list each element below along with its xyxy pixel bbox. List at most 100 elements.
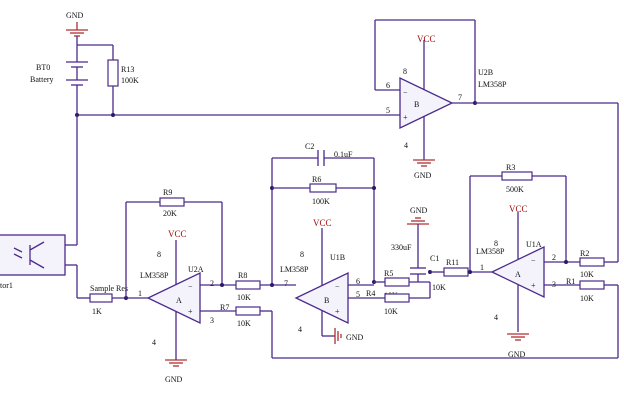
opamp-u1b: B − + xyxy=(294,228,349,336)
u2a-pin1: 1 xyxy=(138,289,142,298)
u1b-part: LM358P xyxy=(280,265,309,274)
r4-ref: R4 xyxy=(366,289,375,298)
r5-ref: R5 xyxy=(384,269,393,278)
u2b-ref: U2B xyxy=(478,68,493,77)
opamp-u2a: A − + xyxy=(146,240,201,355)
opamp-u1a: A − + xyxy=(490,212,545,332)
svg-text:−: − xyxy=(335,282,340,291)
sample-res xyxy=(89,293,113,303)
u1a-unit: A xyxy=(515,270,521,279)
opto-label: tor1 xyxy=(0,281,13,290)
u1a-vcc: VCC xyxy=(509,204,528,214)
u2a-unit: A xyxy=(176,296,182,305)
u1a-pin4: 4 xyxy=(494,313,498,322)
u1b-gnd-symbol: GND xyxy=(322,328,364,344)
u1a-gnd-symbol: GND xyxy=(507,333,529,359)
gnd-symbol-top: GND xyxy=(66,11,88,37)
u2a-part: LM358P xyxy=(140,271,169,280)
r6-value: 100K xyxy=(312,197,330,206)
r11-resistor xyxy=(443,267,469,277)
u1b-pin6: 6 xyxy=(356,277,360,286)
svg-text:+: + xyxy=(531,281,536,290)
r7-ref: R7 xyxy=(220,303,229,312)
u1b-unit: B xyxy=(324,296,329,305)
r11-value: 10K xyxy=(432,283,446,292)
r1-resistor xyxy=(579,280,605,290)
u1a-pin1: 1 xyxy=(480,263,484,272)
sample-ref: Sample Res xyxy=(90,284,128,293)
u2b-pin6: 6 xyxy=(386,81,390,90)
r2-resistor xyxy=(579,257,605,267)
svg-text:GND: GND xyxy=(410,206,428,215)
r7-resistor xyxy=(235,306,261,316)
battery-symbol xyxy=(66,58,88,86)
u1b-vcc: VCC xyxy=(313,218,332,228)
u2a-pin4: 4 xyxy=(152,338,156,347)
svg-text:GND: GND xyxy=(346,333,364,342)
svg-text:+: + xyxy=(335,307,340,316)
c2-ref: C2 xyxy=(305,142,314,151)
u2b-pin7: 7 xyxy=(458,93,462,102)
u1b-pin7: 7 xyxy=(284,279,288,288)
u2a-pin3: 3 xyxy=(210,316,214,325)
r3-ref: R3 xyxy=(506,163,515,172)
u1b-ref: U1B xyxy=(330,253,345,262)
u2a-pin8: 8 xyxy=(157,250,161,259)
c2-value: 0.1uF xyxy=(334,150,353,159)
svg-text:+: + xyxy=(188,307,193,316)
r6-ref: R6 xyxy=(312,175,321,184)
r13-resistor xyxy=(107,59,119,87)
svg-text:GND: GND xyxy=(414,171,432,180)
u1b-pin5: 5 xyxy=(356,290,360,299)
gnd-label: GND xyxy=(66,11,84,20)
u2a-pin2: 2 xyxy=(210,279,214,288)
u2b-unit: B xyxy=(414,100,419,109)
r9-value: 20K xyxy=(163,209,177,218)
r11-ref: R11 xyxy=(446,258,459,267)
r6-resistor xyxy=(309,183,337,193)
r3-resistor xyxy=(501,171,533,181)
svg-text:+: + xyxy=(403,113,408,122)
u2b-pin5: 5 xyxy=(386,106,390,115)
r8-ref: R8 xyxy=(238,271,247,280)
sample-value: 1K xyxy=(92,307,102,316)
u1b-pin8: 8 xyxy=(300,250,304,259)
r7-value: 10K xyxy=(237,319,251,328)
r8-value: 10K xyxy=(237,293,251,302)
r9-resistor xyxy=(159,197,185,207)
c1-value: 330uF xyxy=(391,243,412,252)
r1-value: 10K xyxy=(580,294,594,303)
r4-resistor xyxy=(384,293,410,303)
u1a-pin2: 2 xyxy=(552,253,556,262)
c1-gnd-symbol: GND xyxy=(407,206,429,232)
u2b-vcc: VCC xyxy=(417,34,436,44)
u2a-gnd-symbol: GND xyxy=(165,355,187,384)
r1-ref: R1 xyxy=(566,277,575,286)
optocoupler xyxy=(0,234,66,276)
svg-text:−: − xyxy=(188,282,193,291)
u2b-pin4: 4 xyxy=(404,141,408,150)
r13-ref: R13 xyxy=(121,65,134,74)
battery-name: Battery xyxy=(30,75,54,84)
r5-resistor xyxy=(384,277,410,287)
r8-resistor xyxy=(235,280,261,290)
svg-text:GND: GND xyxy=(508,350,526,359)
u2b-gnd-symbol: GND xyxy=(413,159,435,180)
svg-text:GND: GND xyxy=(165,375,183,384)
r13-value: 100K xyxy=(121,76,139,85)
c1-ref: C1 xyxy=(430,254,439,263)
r3-value: 500K xyxy=(506,185,524,194)
svg-text:−: − xyxy=(531,256,536,265)
u1b-pin4: 4 xyxy=(298,325,302,334)
u1a-part: LM358P xyxy=(476,247,505,256)
u1a-pin8: 8 xyxy=(494,239,498,248)
u2a-vcc: VCC xyxy=(168,229,187,239)
r2-value: 10K xyxy=(580,270,594,279)
r2-ref: R2 xyxy=(580,249,589,258)
r4-value: 10K xyxy=(384,307,398,316)
u2a-ref: U2A xyxy=(188,265,204,274)
r9-ref: R9 xyxy=(163,188,172,197)
u2b-part: LM358P xyxy=(478,80,507,89)
u2b-pin8: 8 xyxy=(403,67,407,76)
